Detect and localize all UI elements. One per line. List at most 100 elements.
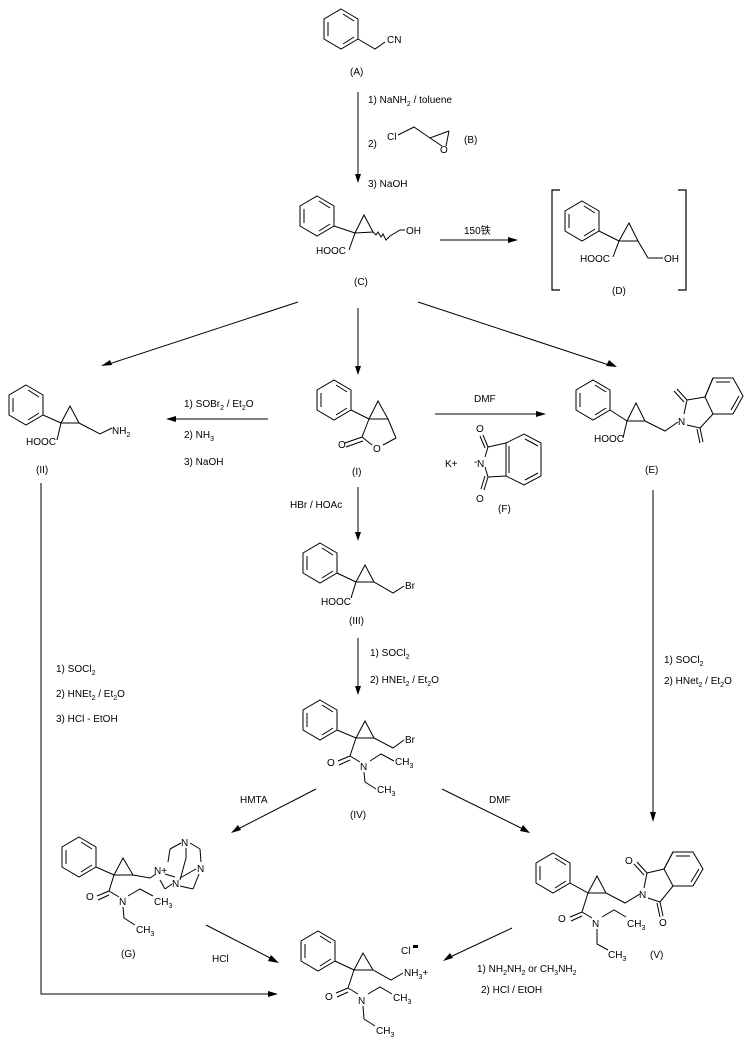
compound-F: K+ - N O O (F) [445, 424, 542, 515]
I-to-II-step1: 1) SOBr2 / Et2O [184, 399, 254, 412]
III-to-IV-step1: 1) SOCl2 [370, 648, 410, 661]
compound-E: HOOC N (E) [575, 377, 744, 476]
carbonyl-oxygen: O [327, 758, 335, 769]
compound-A: CN (A) [323, 8, 401, 78]
label-I: (I) [352, 467, 361, 478]
label-F: (F) [498, 504, 511, 515]
compound-I: O O (I) [316, 379, 397, 478]
label-G: (G) [121, 949, 135, 960]
methyl-group: CH3 [395, 757, 413, 770]
methyl-group: CH3 [377, 785, 395, 798]
carboxyl-group: HOOC [594, 434, 624, 445]
arrow-II-to-product [40, 483, 278, 997]
compound-C: HOOC OH (C) [299, 195, 421, 288]
carbonyl-oxygen: O [86, 892, 94, 903]
A-to-C-step3: 3) NaOH [368, 179, 407, 190]
II-to-product-step3: 3) HCl - EtOH [56, 714, 118, 725]
potassium-ion: K+ [445, 459, 458, 470]
methyl-group: CH3 [393, 993, 411, 1006]
negative-charge [413, 945, 418, 948]
nitrogen-atom: N [678, 417, 685, 428]
amide-nitrogen: N [358, 996, 365, 1007]
V-to-product-step2: 2) HCl / EtOH [481, 985, 542, 996]
arrow-I-to-III [355, 487, 361, 541]
arrow-C-to-II [101, 301, 299, 366]
G-to-product-condition: HCl [212, 954, 229, 965]
compound-D: HOOC OH (D) [551, 189, 687, 297]
ammonium-group: NH3+ [404, 968, 428, 981]
arrow-C-to-E [417, 301, 617, 367]
arrow-C-to-D [440, 237, 518, 243]
carboxyl-group: HOOC [580, 254, 610, 265]
amide-nitrogen: N [592, 919, 599, 930]
nitrile-group: CN [387, 35, 401, 46]
hmta-cage: N N N [159, 838, 204, 890]
benzene-ring [323, 8, 359, 50]
carboxyl-group: HOOC [316, 246, 346, 257]
I-to-II-step2: 2) NH3 [184, 430, 214, 443]
IV-to-G-condition: HMTA [240, 795, 268, 806]
amide-nitrogen: N [119, 897, 126, 908]
C-to-D-condition: 150铁 [464, 224, 491, 237]
A-to-C-step1: 1) NaNH2 / toluene [368, 95, 452, 108]
arrow-C-to-I [355, 308, 361, 375]
methyl-group: CH3 [136, 925, 154, 938]
chloride-ion: Cl [401, 946, 410, 957]
E-to-V-step2: 2) HNet2 / Et2O [664, 676, 732, 689]
compound-G: N+ N N N O N CH3 CH3 (G) [61, 836, 204, 960]
label-II: (II) [36, 465, 48, 476]
right-bracket [678, 189, 687, 291]
arrow-IV-to-G [231, 788, 317, 833]
V-to-product-step1: 1) NH2NH2 or CH3NH2 [477, 964, 577, 977]
II-to-product-step2: 2) HNEt2 / Et2O [56, 689, 125, 702]
IV-to-V-condition: DMF [489, 795, 511, 806]
label-IV: (IV) [350, 810, 366, 821]
carbonyl-oxygen: O [325, 992, 333, 1003]
label-A: (A) [350, 67, 363, 78]
chlorine-atom: Cl [387, 132, 396, 143]
arrow-III-to-IV [355, 638, 361, 695]
I-to-E-condition: DMF [474, 394, 496, 405]
compound-III: HOOC Br (III) [302, 542, 416, 627]
label-B: (B) [464, 135, 477, 146]
cage-nitrogen: N [181, 838, 188, 849]
left-bracket [551, 189, 560, 291]
I-to-II-step3: 3) NaOH [184, 457, 223, 468]
cage-nitrogen: N [172, 879, 179, 890]
label-C: (C) [354, 277, 368, 288]
compound-V: N O O O N CH3 CH3 (V) [535, 851, 704, 963]
label-D: (D) [612, 286, 626, 297]
carbonyl-oxygen-bottom: O [476, 494, 484, 505]
carbonyl-oxygen-top: O [625, 856, 633, 867]
methyl-group: CH3 [608, 950, 626, 963]
bromine-atom: Br [405, 735, 416, 746]
carboxyl-group: HOOC [26, 437, 56, 448]
arrow-V-to-product [443, 927, 513, 961]
A-to-C-step2: 2) [368, 139, 377, 150]
carbonyl-oxygen-top: O [476, 424, 484, 435]
compound-II: HOOC NH2 (II) [8, 384, 130, 476]
arrow-I-to-E [435, 411, 546, 417]
arrow-G-to-product [205, 924, 279, 963]
E-to-V-step1: 1) SOCl2 [664, 655, 704, 668]
carboxyl-group: HOOC [321, 597, 351, 608]
quaternary-nitrogen: N+ [154, 866, 167, 877]
bromine-atom: Br [405, 581, 416, 592]
carbonyl-oxygen-bottom: O [659, 918, 667, 929]
I-to-III-condition: HBr / HOAc [290, 500, 342, 511]
final-product: NH3+ Cl O N CH3 CH3 [300, 930, 428, 1039]
II-to-product-step1: 1) SOCl2 [56, 664, 96, 677]
label-V: (V) [650, 950, 663, 961]
compound-B: Cl O (B) [387, 126, 477, 156]
carbonyl-oxygen: O [338, 440, 346, 451]
imide-nitrogen: N [639, 890, 646, 901]
arrow-I-to-II [166, 416, 268, 422]
negative-charge: - [474, 457, 477, 468]
ring-oxygen: O [373, 444, 381, 455]
methyl-group: CH3 [154, 897, 172, 910]
oxygen-atom: O [440, 145, 448, 156]
arrow-E-to-V [650, 490, 656, 822]
label-E: (E) [645, 465, 658, 476]
amide-nitrogen: N [360, 762, 367, 773]
